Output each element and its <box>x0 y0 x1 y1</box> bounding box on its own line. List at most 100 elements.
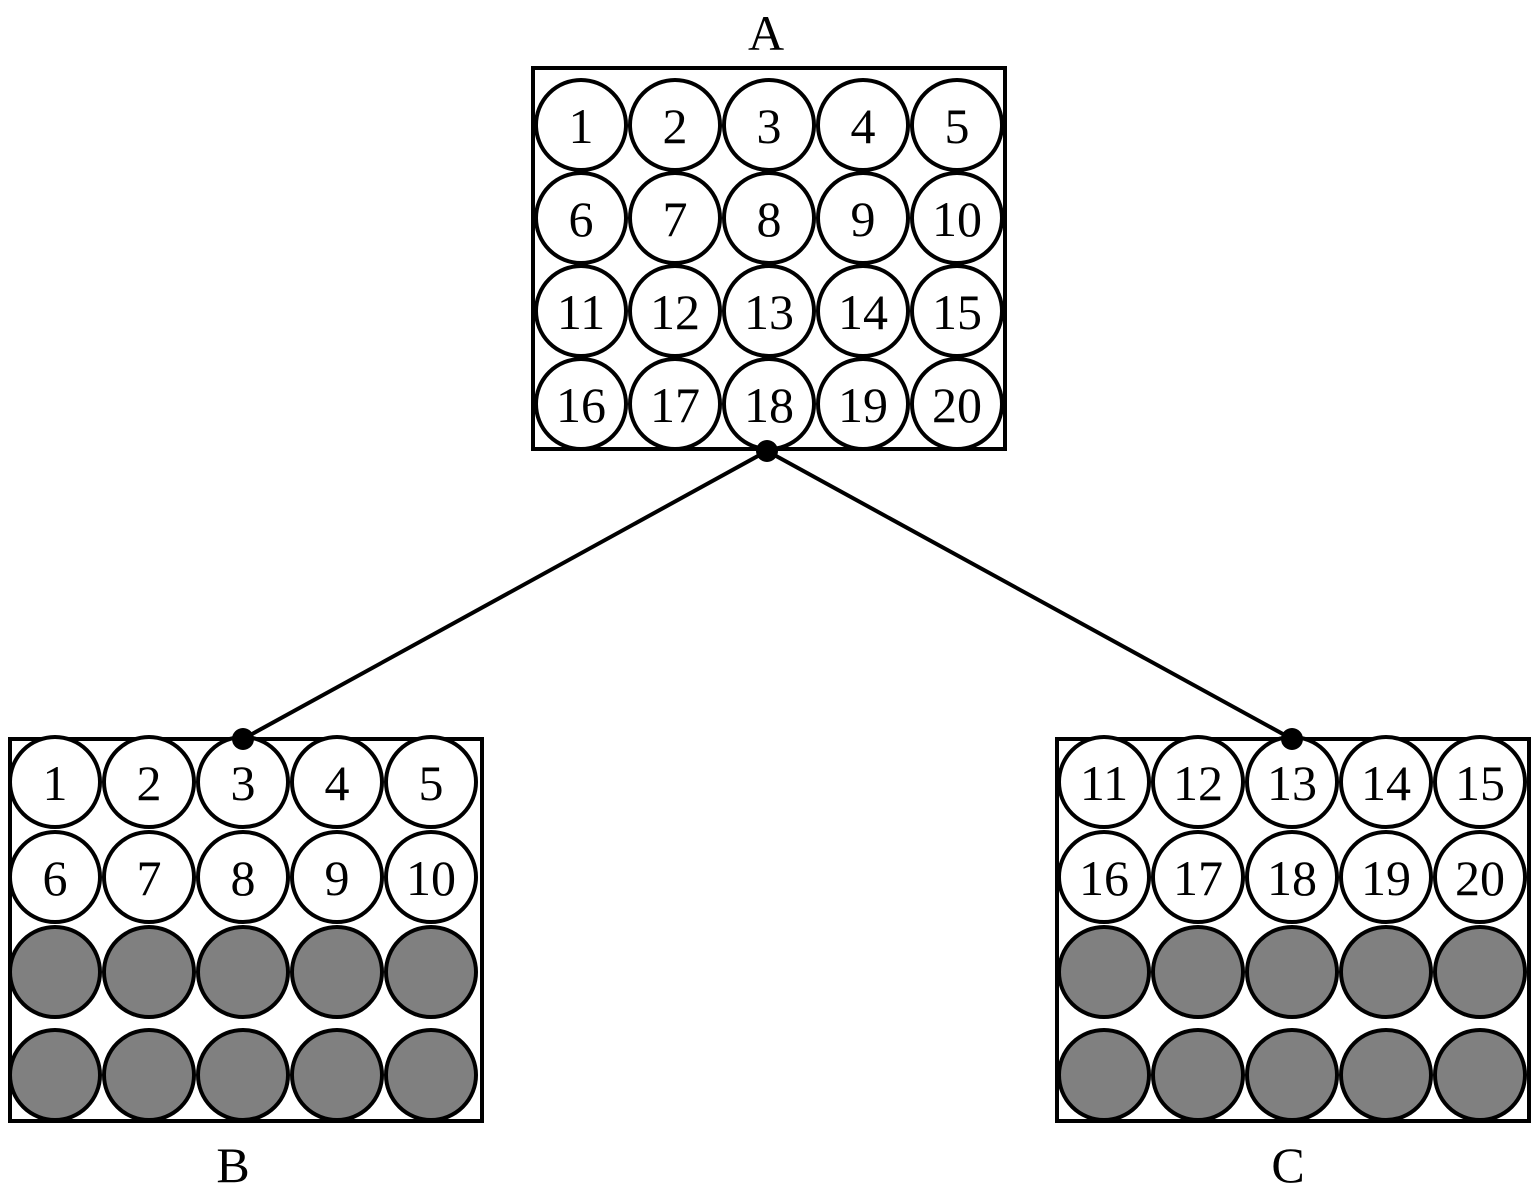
slot-number: 4 <box>851 98 876 154</box>
numbered-slot <box>628 78 722 172</box>
filled-slot <box>102 925 196 1019</box>
filled-slot <box>102 1028 196 1122</box>
slot-number: 16 <box>556 377 606 433</box>
slot-number: 14 <box>838 284 888 340</box>
slot-number: 1 <box>569 98 594 154</box>
slot-number: 18 <box>744 377 794 433</box>
slot-number: 11 <box>557 284 605 340</box>
node-label: A <box>748 5 784 61</box>
slot-number: 7 <box>137 850 162 906</box>
numbered-slot <box>1433 735 1527 829</box>
slot-number: 16 <box>1079 850 1129 906</box>
numbered-slot <box>1151 830 1245 924</box>
slot-number: 19 <box>1361 850 1411 906</box>
numbered-slot <box>816 78 910 172</box>
numbered-slot <box>8 830 102 924</box>
filled-slot <box>1339 925 1433 1019</box>
node-label: C <box>1271 1137 1304 1193</box>
filled-slot <box>196 1028 290 1122</box>
numbered-slot <box>1339 735 1433 829</box>
slot-number: 2 <box>137 755 162 811</box>
node-label: B <box>216 1137 249 1193</box>
numbered-slot <box>722 78 816 172</box>
numbered-slot <box>1151 735 1245 829</box>
filled-slot <box>290 925 384 1019</box>
numbered-slot <box>1433 830 1527 924</box>
numbered-slot <box>722 171 816 265</box>
joint-dot-c <box>1281 728 1303 750</box>
numbered-slot <box>1057 830 1151 924</box>
filled-slot <box>8 925 102 1019</box>
slot-number: 9 <box>325 850 350 906</box>
numbered-slot <box>910 78 1004 172</box>
slot-number: 5 <box>945 98 970 154</box>
numbered-slot <box>384 830 478 924</box>
numbered-slot <box>1245 830 1339 924</box>
slot-number: 6 <box>43 850 68 906</box>
numbered-slot <box>290 830 384 924</box>
numbered-slot <box>1339 830 1433 924</box>
numbered-slot <box>628 357 722 451</box>
slot-number: 14 <box>1361 755 1411 811</box>
slot-number: 8 <box>757 191 782 247</box>
filled-slot <box>1433 925 1527 1019</box>
slot-number: 13 <box>1267 755 1317 811</box>
slot-number: 18 <box>1267 850 1317 906</box>
slot-number: 7 <box>663 191 688 247</box>
numbered-slot <box>290 735 384 829</box>
numbered-slot <box>384 735 478 829</box>
slot-number: 8 <box>231 850 256 906</box>
filled-slot <box>1151 925 1245 1019</box>
slot-number: 19 <box>838 377 888 433</box>
numbered-slot <box>1057 735 1151 829</box>
slot-number: 3 <box>757 98 782 154</box>
numbered-slot <box>8 735 102 829</box>
slot-number: 1 <box>43 755 68 811</box>
filled-slot <box>1057 1028 1151 1122</box>
numbered-slot <box>534 357 628 451</box>
slot-number: 12 <box>650 284 700 340</box>
numbered-slot <box>628 171 722 265</box>
numbered-slot <box>816 357 910 451</box>
slot-number: 6 <box>569 191 594 247</box>
filled-slot <box>1151 1028 1245 1122</box>
filled-slot <box>8 1028 102 1122</box>
filled-slot <box>290 1028 384 1122</box>
filled-slot <box>196 925 290 1019</box>
filled-slot <box>1433 1028 1527 1122</box>
filled-slot <box>384 1028 478 1122</box>
filled-slot <box>1339 1028 1433 1122</box>
filled-slot <box>1245 925 1339 1019</box>
numbered-slot <box>910 171 1004 265</box>
filled-slot <box>1245 1028 1339 1122</box>
filled-slot <box>384 925 478 1019</box>
slot-number: 11 <box>1080 755 1128 811</box>
joints <box>232 440 1303 750</box>
slot-number: 15 <box>1455 755 1505 811</box>
numbered-slot <box>534 78 628 172</box>
numbered-slot <box>816 264 910 358</box>
slot-number: 17 <box>1173 850 1223 906</box>
slot-number: 4 <box>325 755 350 811</box>
edge-a-c <box>766 449 1293 741</box>
numbered-slot <box>910 357 1004 451</box>
numbered-slot <box>196 830 290 924</box>
numbered-slot <box>628 264 722 358</box>
numbered-slot <box>102 735 196 829</box>
numbered-slot <box>910 264 1004 358</box>
slot-number: 15 <box>932 284 982 340</box>
slot-number: 10 <box>406 850 456 906</box>
slot-number: 20 <box>932 377 982 433</box>
slot-number: 5 <box>419 755 444 811</box>
numbered-slot <box>534 171 628 265</box>
edge-a-b <box>242 449 768 741</box>
numbered-slot <box>102 830 196 924</box>
joint-dot-b <box>232 728 254 750</box>
slot-number: 9 <box>851 191 876 247</box>
slot-number: 13 <box>744 284 794 340</box>
joint-dot-a <box>756 440 778 462</box>
